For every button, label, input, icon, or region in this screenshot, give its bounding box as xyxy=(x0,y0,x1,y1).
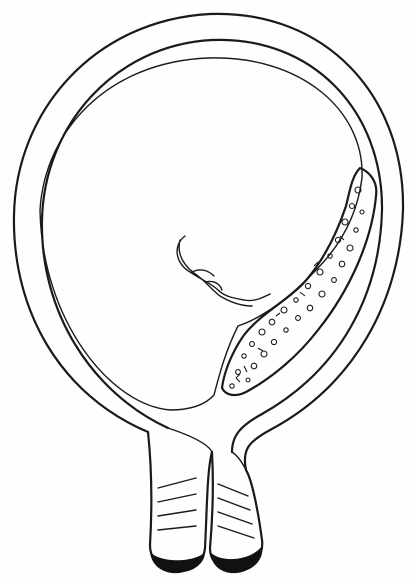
umbilical-cord-inner xyxy=(179,240,252,306)
amniotic-sac-outline xyxy=(40,58,362,410)
cervix-left-inner xyxy=(168,428,212,452)
placenta-outline xyxy=(222,168,376,395)
umbilical-cord xyxy=(177,236,270,301)
outer-uterine-wall xyxy=(14,14,403,470)
cervix-left-outer xyxy=(148,432,212,568)
umbilical-cord-strand xyxy=(192,270,222,290)
cervix-left-tip xyxy=(150,552,205,573)
cervix-right-tip xyxy=(210,546,262,573)
placenta-texture xyxy=(230,187,364,388)
cervix-right-outer xyxy=(210,452,262,568)
